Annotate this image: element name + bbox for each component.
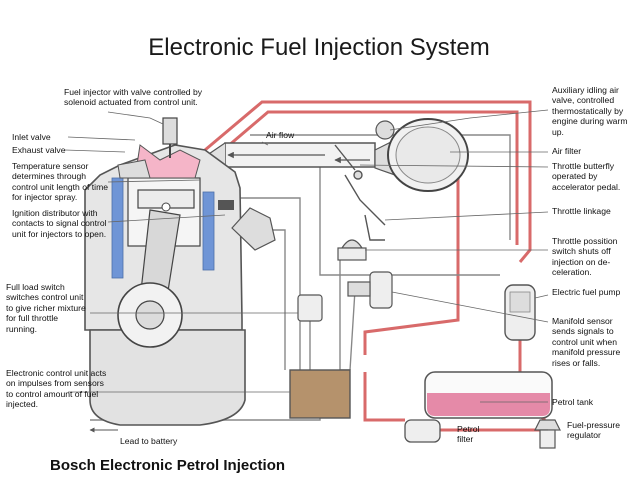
air-flow-arrows <box>227 151 370 164</box>
callout-lines <box>64 109 560 431</box>
label-air-filter: Air filter <box>552 146 582 156</box>
manifold-sensor <box>347 271 393 309</box>
label-throttle-position-switch: Throttle possition switch shuts off inje… <box>552 236 618 278</box>
full-load-switch <box>297 294 323 322</box>
label-ignition-distributor: Ignition distributor with contacts to si… <box>12 208 107 239</box>
fuel-return-line <box>204 100 532 263</box>
label-lead-to-battery: Lead to battery <box>120 436 178 446</box>
electric-fuel-pump <box>504 284 536 341</box>
label-throttle-butterfly: Throttle butterfly operated by accelerat… <box>552 161 621 192</box>
label-fuel-pressure-regulator: Fuel-pressure regulator <box>567 420 621 441</box>
label-exhaust-valve: Exhaust valve <box>12 145 66 155</box>
electronic-control-unit <box>289 369 351 419</box>
fuel-lines <box>204 100 546 432</box>
air-filter <box>374 118 469 192</box>
petrol-filter <box>404 419 441 443</box>
fuel-feed-line <box>213 110 519 245</box>
footer-title: Bosch Electronic Petrol Injection <box>50 457 286 474</box>
label-air-flow: Air flow <box>266 130 295 140</box>
engine <box>84 144 246 426</box>
petrol-tank <box>424 371 553 419</box>
fuel-line-manifold <box>363 168 460 355</box>
label-electric-fuel-pump: Electric fuel pump <box>552 287 621 297</box>
label-petrol-tank: Petrol tank <box>552 397 594 407</box>
aux-air-valve <box>375 120 395 140</box>
label-petrol-filter: Petrol filter <box>457 424 480 445</box>
page-title: Electronic Fuel Injection System <box>148 34 490 61</box>
label-electronic-control-unit: Electronic control unit acts on impulses… <box>6 368 107 410</box>
label-inlet-valve: Inlet valve <box>12 132 51 142</box>
throttle-position-switch <box>337 239 367 261</box>
throttle-linkage <box>334 144 386 241</box>
label-throttle-linkage: Throttle linkage <box>552 206 611 216</box>
fuel-pressure-regulator <box>534 419 561 449</box>
fuel-injector <box>162 117 178 158</box>
label-full-load-switch: Full load switch switches control unit t… <box>6 282 86 334</box>
label-fuel-injector: Fuel injector with valve controlled by s… <box>64 87 203 108</box>
fuel-line-tank <box>363 372 405 422</box>
label-manifold-sensor: Manifold sensor sends signals to control… <box>552 316 621 368</box>
label-temperature-sensor: Temperature sensor determines through co… <box>12 161 109 203</box>
ignition-distributor <box>218 200 276 251</box>
label-aux-air-valve: Auxiliary idling air valve, controlled t… <box>552 85 628 137</box>
